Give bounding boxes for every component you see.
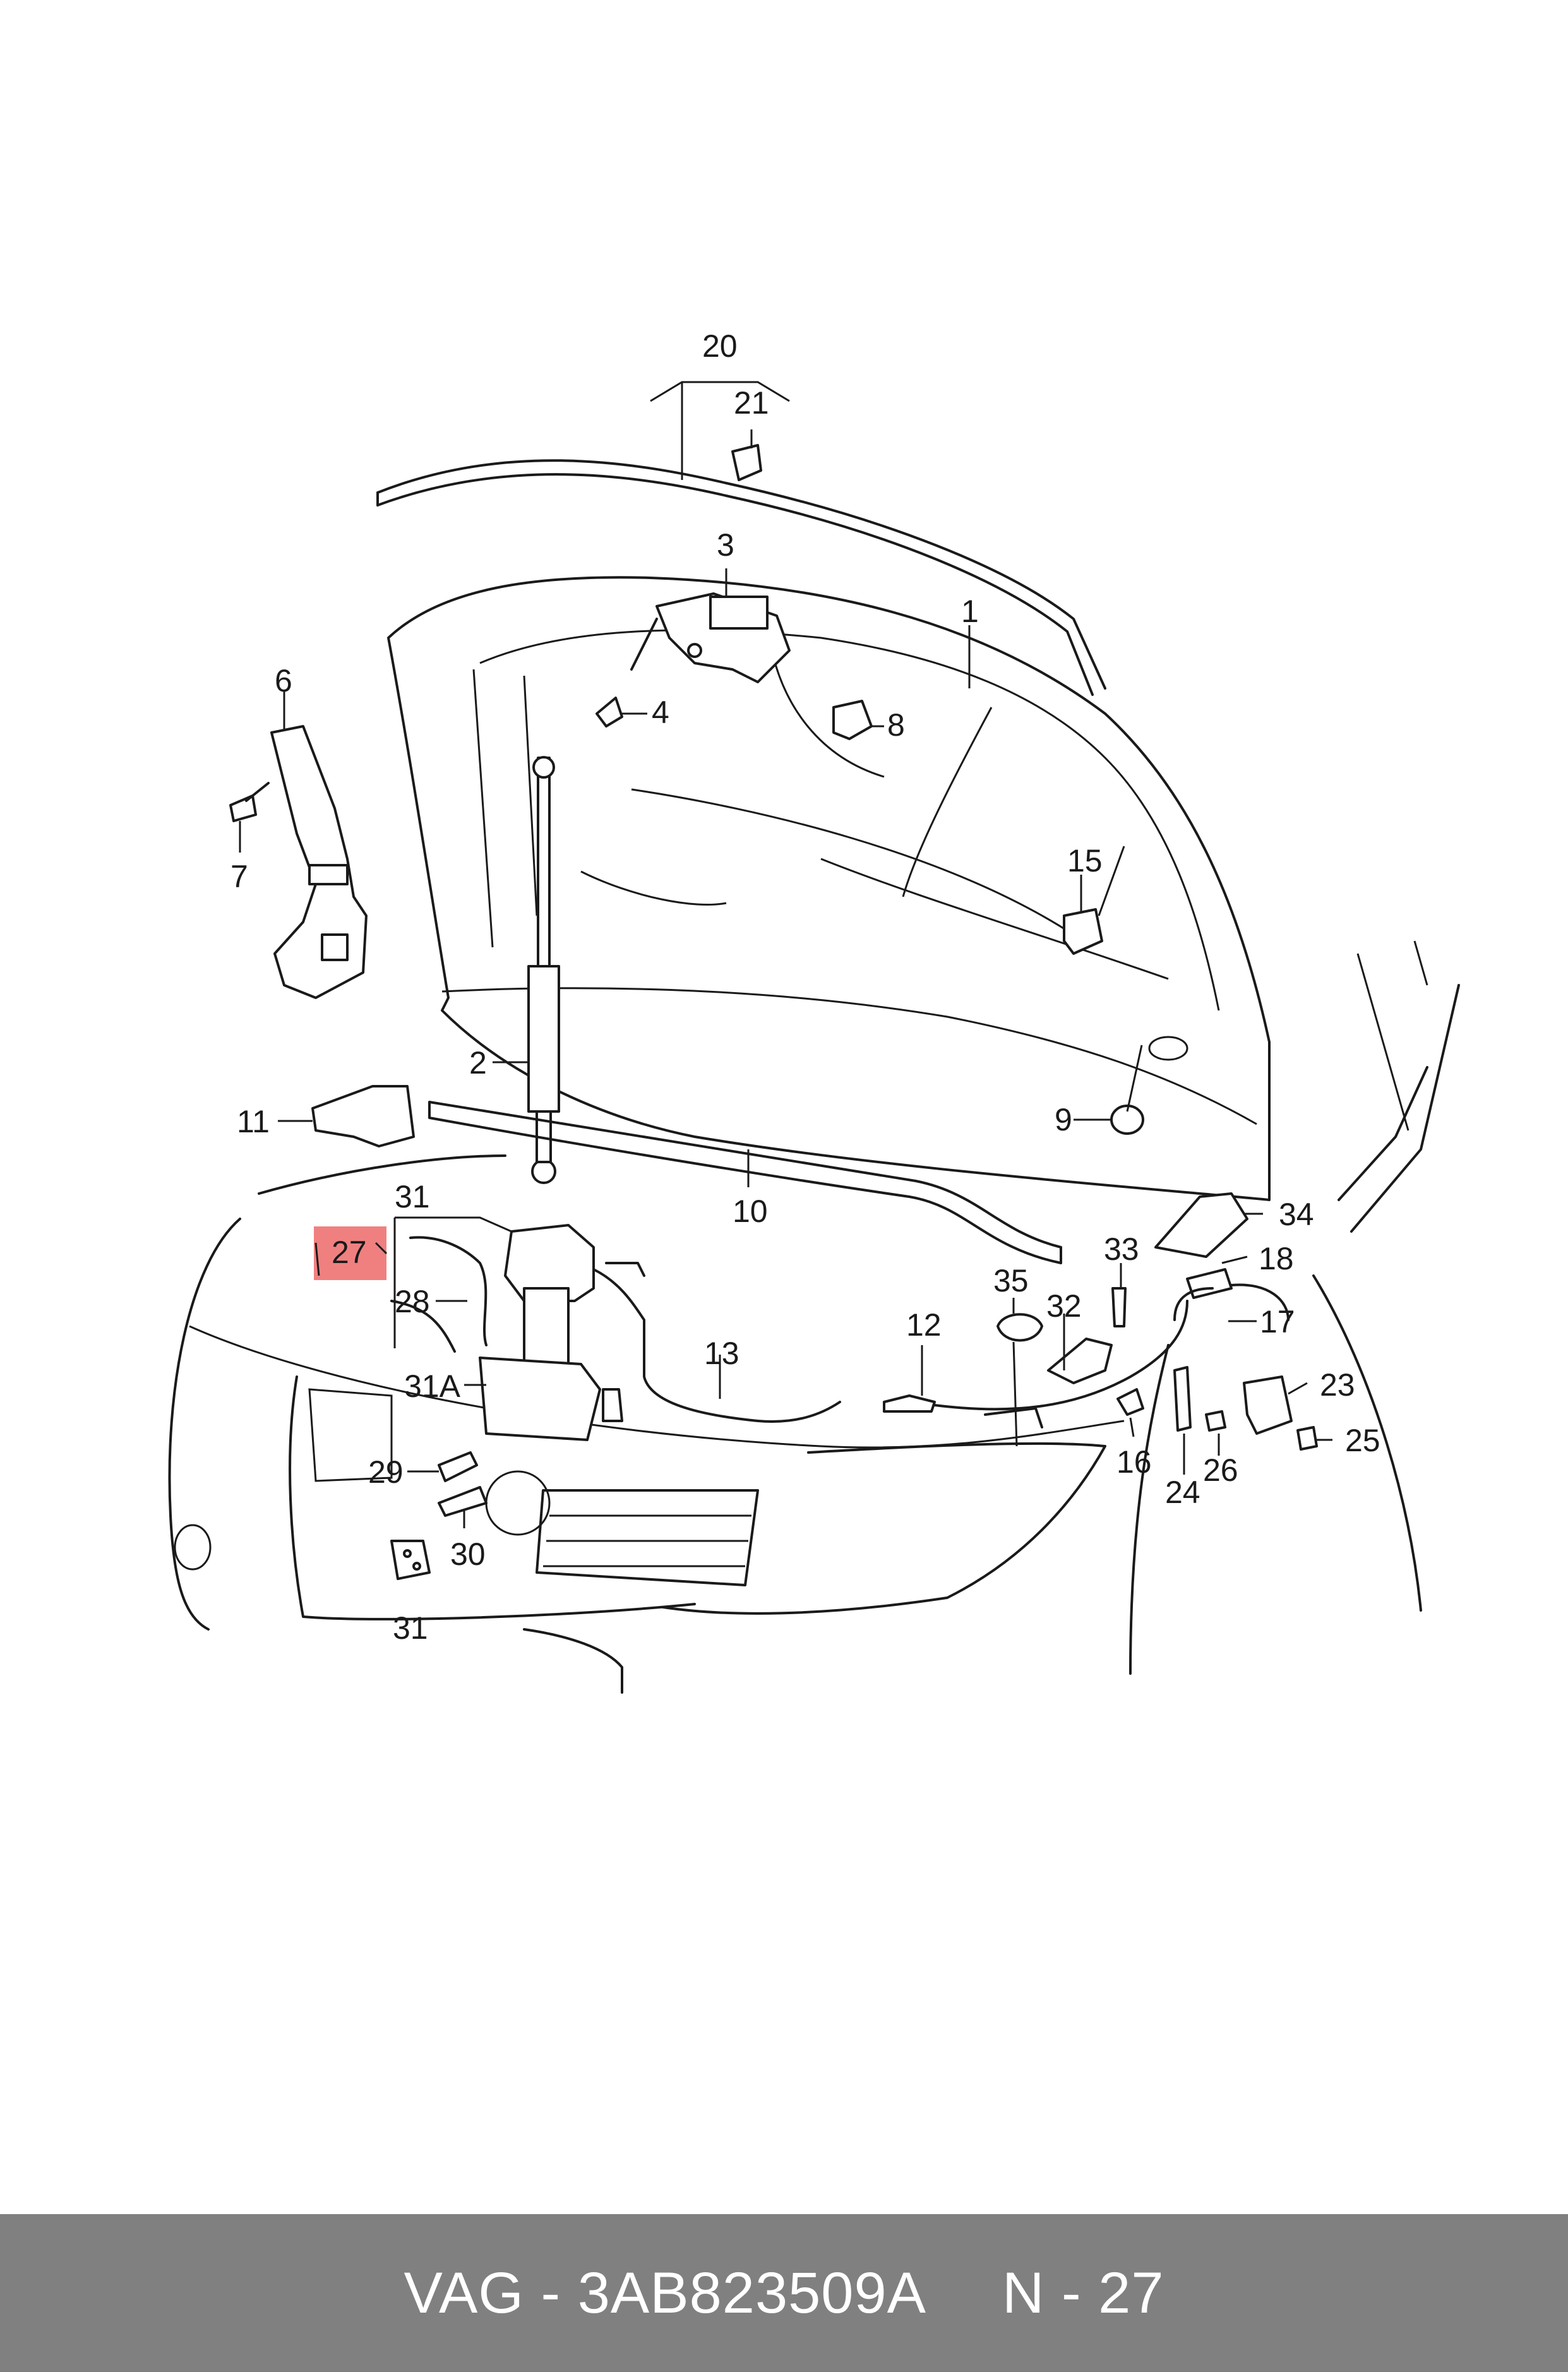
bracket-11 xyxy=(311,1085,415,1147)
cable-17-18 xyxy=(1173,1268,1290,1321)
callout-16: 16 xyxy=(1116,1444,1152,1480)
screw-33 xyxy=(1111,1287,1127,1327)
clip-8 xyxy=(832,700,873,740)
callout-18: 18 xyxy=(1259,1241,1294,1276)
hood-seal-strip xyxy=(376,459,1106,696)
callout-31-bottom: 31 xyxy=(393,1610,428,1646)
bracket-32 xyxy=(1047,1338,1113,1384)
callout-15: 15 xyxy=(1067,843,1103,878)
hood-lock-assembly xyxy=(390,1224,841,1441)
screw-4 xyxy=(595,697,623,728)
callout-29: 29 xyxy=(368,1454,404,1490)
callout-8: 8 xyxy=(887,707,905,743)
callout-12: 12 xyxy=(906,1307,942,1343)
callout-27: 27 xyxy=(332,1235,367,1270)
callout-1: 1 xyxy=(961,594,979,629)
front-seal-strip xyxy=(428,1101,1062,1264)
bracket-34 xyxy=(1154,1192,1248,1258)
callout-26: 26 xyxy=(1203,1453,1238,1488)
release-cable xyxy=(883,1300,1188,1429)
callout-35: 35 xyxy=(993,1263,1029,1298)
part-number-text: VAG - 3AB823509A xyxy=(404,2260,926,2325)
callout-23: 23 xyxy=(1320,1367,1355,1403)
hood-hinge xyxy=(270,725,368,999)
callout-17: 17 xyxy=(1260,1304,1295,1339)
callout-31-top: 31 xyxy=(395,1179,430,1214)
part-26 xyxy=(1205,1410,1226,1432)
gas-strut xyxy=(527,756,560,1184)
callout-4: 4 xyxy=(652,695,669,730)
hood-lock-bracket xyxy=(630,592,791,683)
callout-32: 32 xyxy=(1046,1288,1082,1324)
callout-labels: 20 21 3 1 4 8 6 7 15 2 9 11 10 31 27 34 … xyxy=(230,328,1380,1646)
part-number-footer: VAG - 3AB823509A N - 27 xyxy=(0,2214,1568,2372)
callout-2: 2 xyxy=(469,1045,487,1081)
position-label-text: N - 27 xyxy=(1002,2260,1164,2325)
bolt-29 xyxy=(438,1451,478,1482)
callout-9: 9 xyxy=(1055,1102,1072,1137)
callout-28: 28 xyxy=(395,1284,430,1319)
hood-panel xyxy=(387,576,1271,1201)
buffer-15 xyxy=(1063,908,1103,955)
leader-lines xyxy=(239,381,1332,1528)
callout-27-highlight xyxy=(314,1226,386,1280)
callout-24: 24 xyxy=(1165,1475,1200,1510)
hinge-bolt xyxy=(229,782,270,822)
part-16 xyxy=(1116,1388,1144,1416)
exploded-parts-diagram: 20 21 3 1 4 8 6 7 15 2 9 11 10 31 27 34 … xyxy=(168,328,1460,1694)
callout-33: 33 xyxy=(1104,1231,1139,1267)
bolt-30 xyxy=(438,1486,488,1517)
callout-21: 21 xyxy=(734,385,769,421)
cap-35 xyxy=(996,1313,1043,1342)
part-25 xyxy=(1296,1426,1318,1451)
nut-31 xyxy=(390,1540,431,1580)
car-front-body xyxy=(168,940,1460,1694)
callout-34: 34 xyxy=(1279,1197,1314,1232)
callout-11: 11 xyxy=(237,1104,270,1139)
callout-6: 6 xyxy=(275,663,292,698)
clip-21 xyxy=(731,444,762,481)
callout-30: 30 xyxy=(450,1536,486,1572)
callout-10: 10 xyxy=(733,1194,768,1229)
callout-13: 13 xyxy=(704,1336,739,1371)
part-23 xyxy=(1243,1375,1293,1435)
part-24 xyxy=(1173,1366,1192,1432)
callout-7: 7 xyxy=(230,859,248,894)
callout-3: 3 xyxy=(717,527,734,563)
callout-31A: 31A xyxy=(404,1369,461,1404)
callout-25: 25 xyxy=(1345,1423,1380,1458)
callout-20: 20 xyxy=(702,328,738,364)
